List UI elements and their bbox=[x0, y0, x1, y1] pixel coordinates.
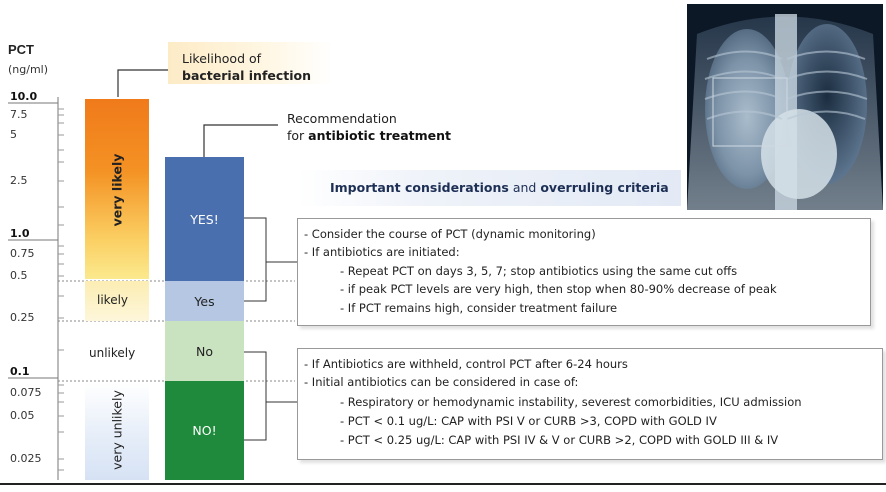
lower-line-2: - Initial antibiotics can be considered … bbox=[304, 375, 579, 389]
axis-tick-label: 7.5 bbox=[10, 108, 28, 121]
lower-line-4: - PCT < 0.1 ug/L: CAP with PSI V or CURB… bbox=[340, 414, 717, 428]
axis-tick-label: 0.1 bbox=[10, 365, 30, 378]
considerations-box-lower: - If Antibiotics are withheld, control P… bbox=[297, 348, 883, 460]
considerations-title-mid: and bbox=[508, 180, 541, 195]
lower-line-1: - If Antibiotics are withheld, control P… bbox=[304, 357, 628, 371]
considerations-title: Important considerations and overruling … bbox=[330, 180, 669, 195]
axis-tick-label: 0.075 bbox=[10, 386, 42, 399]
lower-line-5: - PCT < 0.25 ug/L: CAP with PSI IV & V o… bbox=[340, 433, 779, 447]
likelihood-header-line1: Likelihood of bbox=[182, 51, 262, 66]
axis-tick-label: 0.25 bbox=[10, 311, 35, 324]
upper-line-5: - If PCT remains high, consider treatmen… bbox=[340, 301, 618, 315]
recommendation-yes-label: Yes bbox=[194, 293, 215, 309]
axis-tick-label: 0.025 bbox=[10, 452, 42, 465]
recommendation-no-strong-label: NO! bbox=[192, 423, 217, 438]
axis-tick-label: 0.75 bbox=[10, 247, 35, 260]
considerations-title-bold2: overruling criteria bbox=[540, 180, 669, 195]
axis-title: PCT bbox=[8, 42, 34, 57]
likelihood-very-unlikely-label: very unlikely bbox=[109, 390, 125, 470]
recommendation-header-prefix: for bbox=[287, 128, 309, 143]
likelihood-header-line2: bacterial infection bbox=[182, 68, 312, 83]
recommendation-yes-strong-label: YES! bbox=[190, 211, 219, 227]
likelihood-likely-bar bbox=[85, 281, 149, 321]
lower-line-3: - Respiratory or hemodynamic instability… bbox=[340, 395, 802, 409]
recommendation-yes: Yes bbox=[165, 281, 244, 321]
chest-xray-image bbox=[687, 4, 883, 210]
axis-tick-label: 0.5 bbox=[10, 269, 28, 282]
recommendation-no: No bbox=[165, 321, 244, 381]
axis-tick-label: 5 bbox=[10, 128, 17, 141]
recommendation-yes-strong: YES! bbox=[165, 157, 244, 281]
likelihood-likely-label: likely bbox=[97, 293, 129, 307]
recommendation-header-bold: antibiotic treatment bbox=[308, 128, 452, 143]
likelihood-very-unlikely-bar bbox=[85, 383, 149, 480]
likelihood-very-likely-label: very likely bbox=[109, 153, 125, 227]
chest-xray-drawing bbox=[687, 4, 883, 210]
axis-unit: (ng/ml) bbox=[8, 63, 49, 76]
upper-line-1: - Consider the course of PCT (dynamic mo… bbox=[304, 227, 596, 241]
recommendation-no-strong: NO! bbox=[165, 381, 244, 480]
likelihood-header: Likelihood of bacterial infection bbox=[182, 50, 311, 84]
upper-line-4: - if peak PCT levels are very high, then… bbox=[340, 282, 777, 296]
axis-tick-label: 10.0 bbox=[10, 90, 38, 103]
likelihood-unlikely-label: unlikely bbox=[89, 346, 136, 360]
recommendation-header: Recommendation for antibiotic treatment bbox=[287, 110, 451, 144]
recommendation-header-line2: for antibiotic treatment bbox=[287, 127, 451, 144]
upper-line-2: - If antibiotics are initiated: bbox=[304, 245, 460, 259]
axis-tick-label: 1.0 bbox=[10, 227, 30, 240]
axis-tick-label: 2.5 bbox=[10, 174, 28, 187]
upper-line-3: - Repeat PCT on days 3, 5, 7; stop antib… bbox=[340, 264, 738, 278]
recommendation-no-label: No bbox=[196, 343, 213, 359]
considerations-title-bold1: Important considerations bbox=[330, 180, 509, 195]
recommendation-header-line1: Recommendation bbox=[287, 111, 397, 126]
likelihood-very-likely-bar bbox=[85, 99, 149, 279]
axis-tick-label: 0.05 bbox=[10, 409, 35, 422]
considerations-header-bg bbox=[297, 170, 681, 206]
considerations-box-upper: - Consider the course of PCT (dynamic mo… bbox=[297, 218, 871, 326]
likelihood-header-bg bbox=[168, 42, 333, 84]
